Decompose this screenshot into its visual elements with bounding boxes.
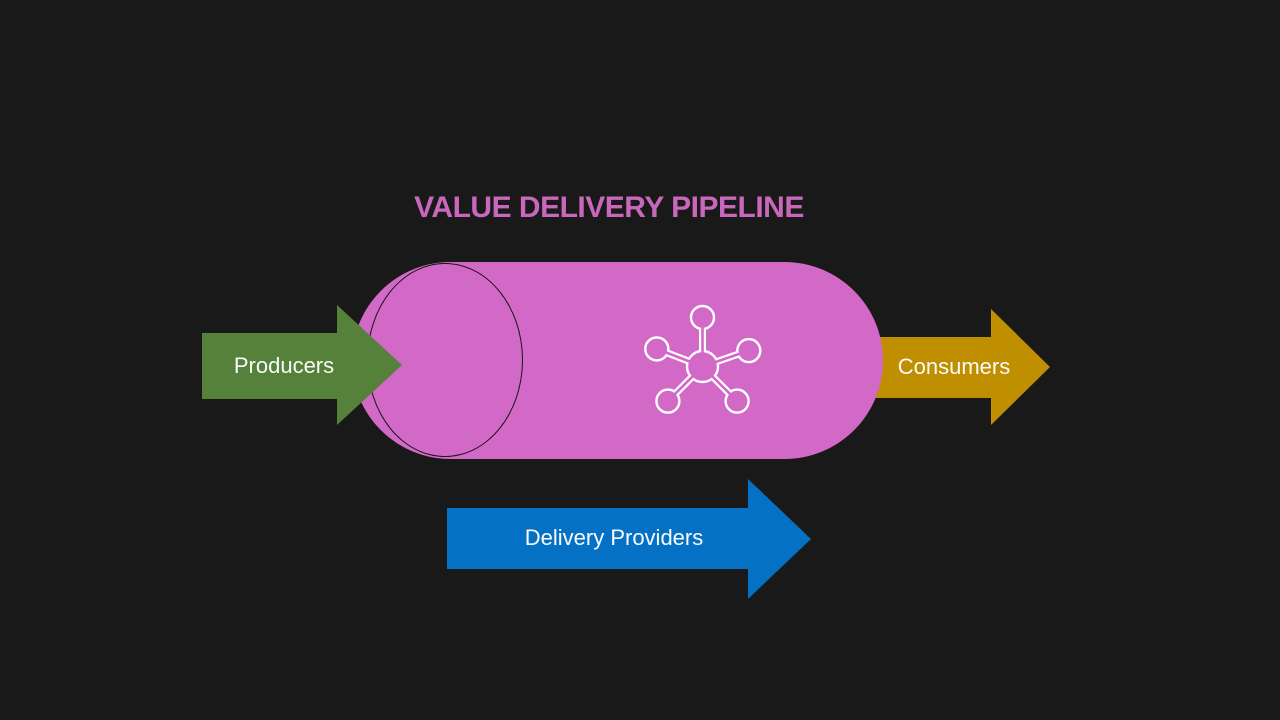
producers-arrow-head [337,305,402,425]
consumers-label: Consumers [897,354,1011,379]
delivery-providers-label: Delivery Providers [524,525,704,550]
page-title: VALUE DELIVERY PIPELINE [414,191,804,224]
delivery-providers-arrow-head [748,479,811,599]
delivery-providers-arrow [447,508,749,569]
hub-spokes-fill [656,317,750,403]
consumers-arrow-head [991,309,1050,425]
producers-label: Producers [233,353,335,378]
hub-network-icon [644,304,762,414]
producers-arrow [202,333,337,399]
